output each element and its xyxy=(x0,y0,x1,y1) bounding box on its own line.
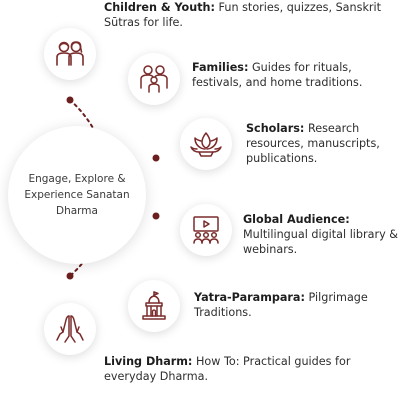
arc-dot xyxy=(152,212,160,220)
item-title: Global Audience: xyxy=(243,213,350,226)
item-title: Yatra-Parampara: xyxy=(194,291,305,304)
item-title: Families: xyxy=(192,61,249,74)
arc-dot xyxy=(66,272,74,280)
item-yatra-parampara: Yatra-Parampara: Pilgrimage Traditions. xyxy=(194,290,394,320)
lotus-icon-circle xyxy=(180,118,232,170)
webinar-icon xyxy=(193,216,219,244)
item-desc: Multilingual digital library & webinars. xyxy=(243,228,398,256)
item-desc: Guides for rituals, festivals, and home … xyxy=(192,61,363,89)
item-desc: Fun stories, quizzes, Sanskrit Sūtras fo… xyxy=(104,1,382,29)
family-icon xyxy=(140,65,168,93)
arc-dot xyxy=(66,96,74,104)
item-title: Living Dharm: xyxy=(104,355,193,368)
item-global-audience: Global Audience: Multilingual digital li… xyxy=(243,212,399,257)
namaste-hands-icon xyxy=(56,315,84,343)
item-scholars: Scholars: Research resources, manuscript… xyxy=(246,121,396,166)
item-desc: How To: Practical guides for everyday Dh… xyxy=(104,355,351,383)
arc-dot xyxy=(152,154,160,162)
children-icon xyxy=(56,41,84,66)
item-children-youth: Children & Youth: Fun stories, quizzes, … xyxy=(104,0,394,30)
item-living-dharm: Living Dharm: How To: Practical guides f… xyxy=(104,354,354,384)
item-title: Children & Youth: xyxy=(104,1,215,14)
item-desc: Pilgrimage Traditions. xyxy=(194,291,368,319)
item-desc: Research resources, manuscripts, publica… xyxy=(246,122,380,165)
center-circle: Engage, Explore & Experience Sanatan Dha… xyxy=(8,126,146,264)
temple-icon xyxy=(142,291,166,320)
lotus-icon xyxy=(190,132,222,157)
item-families: Families: Guides for rituals, festivals,… xyxy=(192,60,402,90)
center-text: Engage, Explore & Experience Sanatan Dha… xyxy=(24,173,130,217)
family-icon-circle xyxy=(128,53,180,105)
children-icon-circle xyxy=(44,28,96,80)
namaste-icon-circle xyxy=(44,303,96,355)
item-title: Scholars: xyxy=(246,122,305,135)
webinar-icon-circle xyxy=(180,204,232,256)
temple-icon-circle xyxy=(128,280,180,332)
